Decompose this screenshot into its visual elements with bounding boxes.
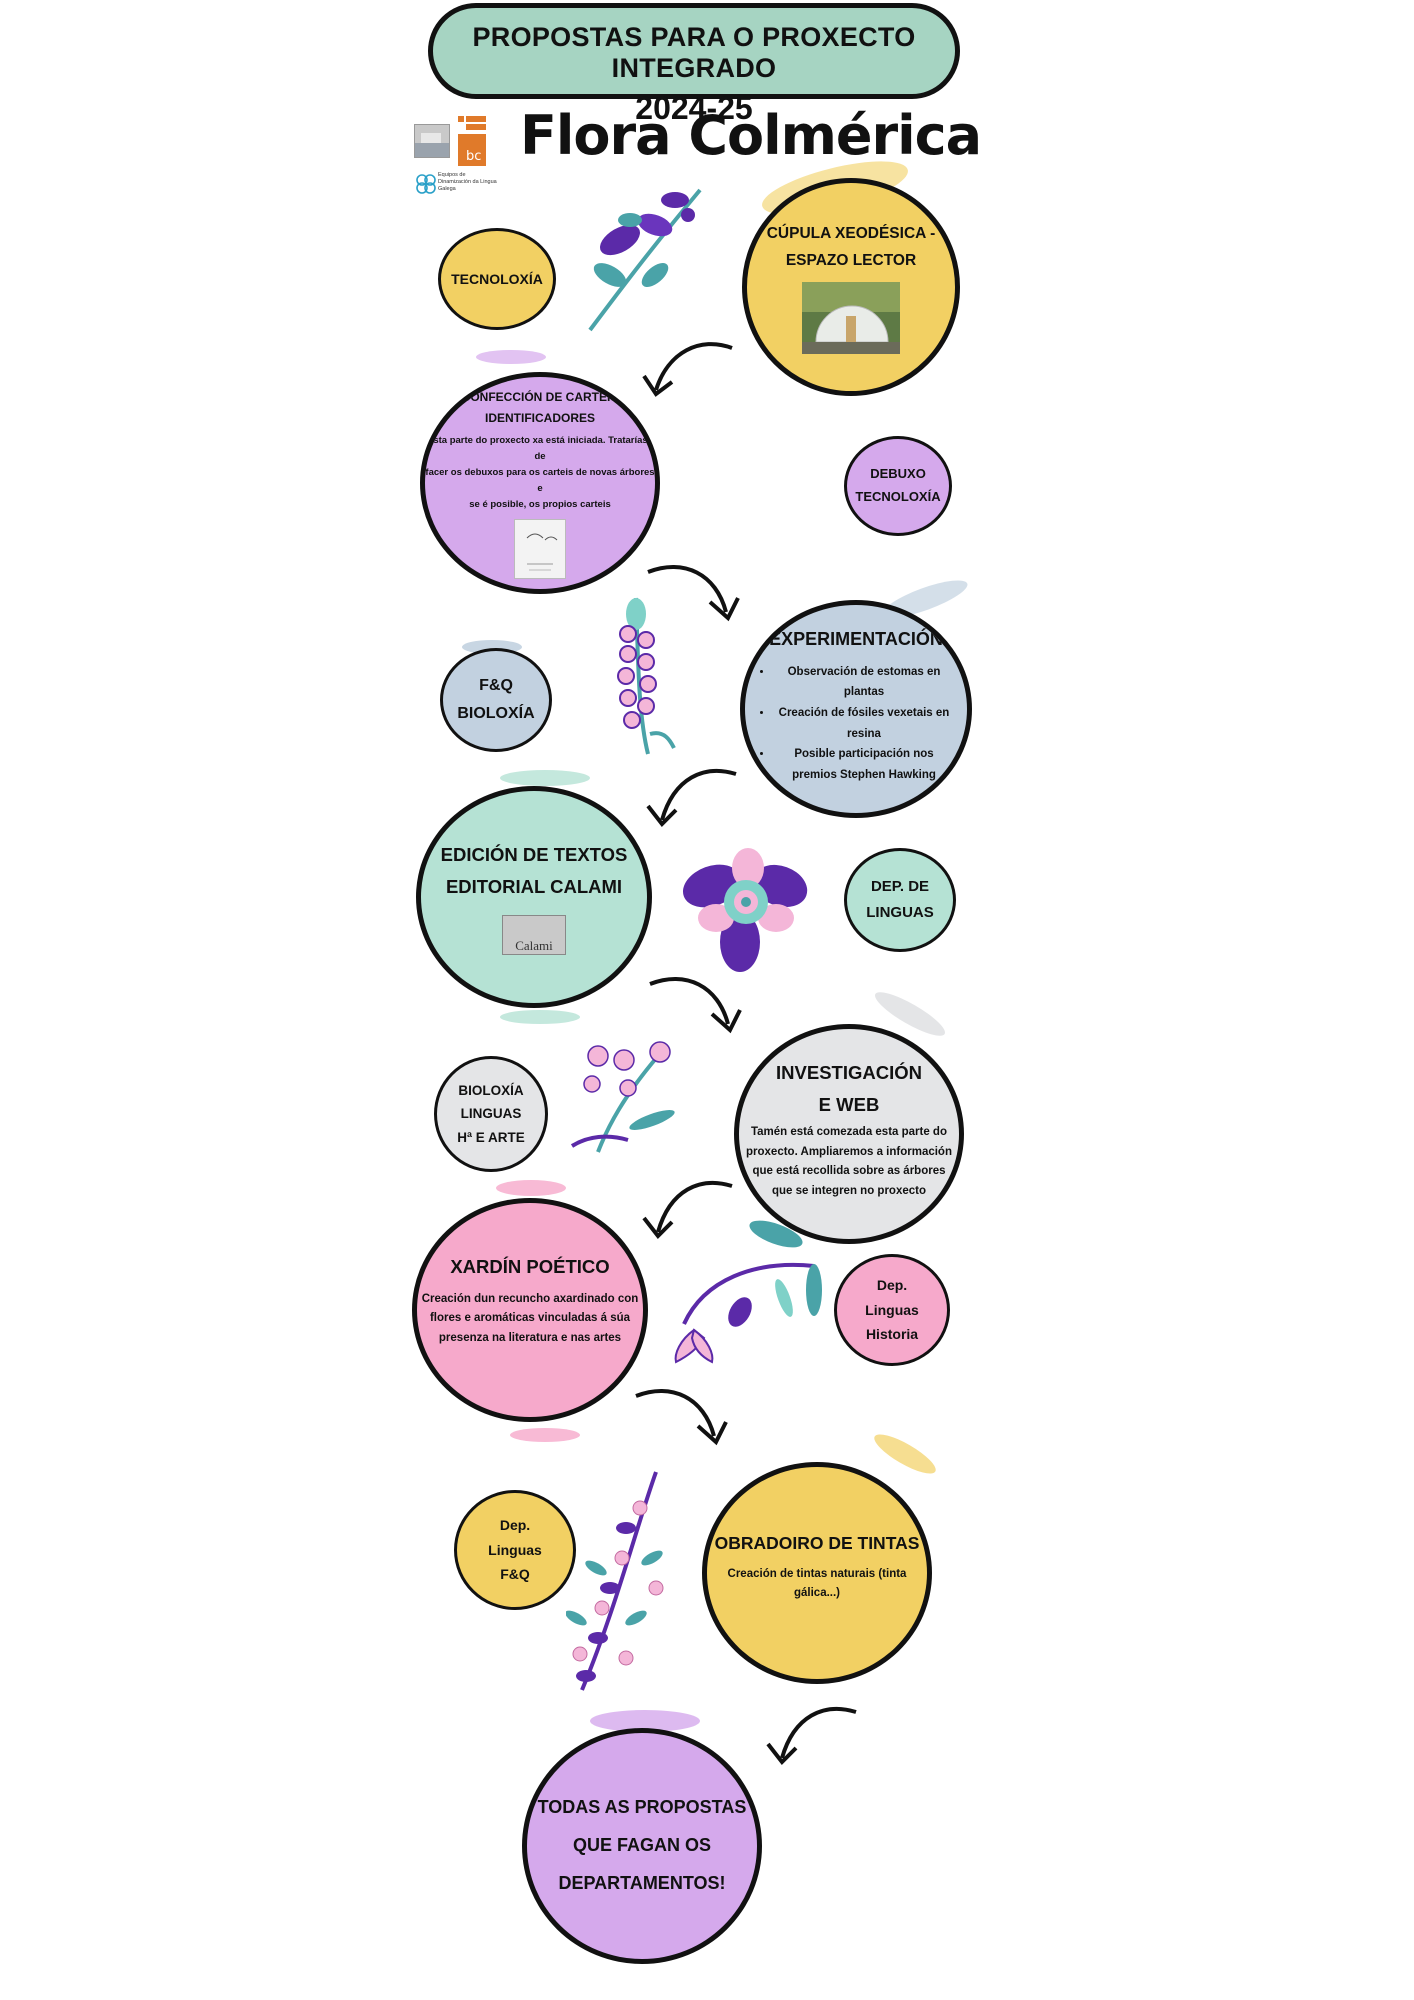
calami-logo: Calami bbox=[502, 915, 566, 956]
dep-linguas-node: DEP. DE LINGUAS bbox=[844, 848, 956, 952]
flower-illustration-6 bbox=[566, 1471, 664, 1691]
decorative-blob bbox=[590, 1710, 700, 1732]
experimentacion-item: Observación de estomas en plantas bbox=[773, 662, 955, 703]
bla-l1: BIOLOXÍA bbox=[458, 1082, 524, 1098]
flow-arrow-4 bbox=[649, 977, 742, 1034]
title-line-2: 2024-25 bbox=[635, 90, 753, 126]
investigacion-title-l1: INVESTIGACIÓN bbox=[776, 1061, 922, 1083]
sign-drawing-photo bbox=[514, 519, 566, 580]
debuxo-l2: TECNOLOXÍA bbox=[855, 489, 941, 504]
carteis-node: CONFECCIÓN DE CARTEIS IDENTIFICADORES Es… bbox=[420, 372, 660, 594]
calami-logo-text: Calami bbox=[515, 938, 553, 954]
tecnoloxia-node: TECNOLOXÍA bbox=[438, 228, 556, 330]
flow-arrow-1 bbox=[642, 342, 733, 397]
obradoiro-title: OBRADOIRO DE TINTAS bbox=[714, 1533, 920, 1554]
tecnoloxia-label: TECNOLOXÍA bbox=[451, 270, 543, 287]
library-logo-text: bc bbox=[466, 149, 481, 164]
carteis-desc-l1: Esta parte do proxecto xa está iniciada.… bbox=[427, 434, 653, 462]
decorative-blob bbox=[500, 1010, 580, 1024]
decorative-blob bbox=[510, 1428, 580, 1442]
flow-arrow-3 bbox=[646, 768, 737, 828]
dlh-l3: Historia bbox=[865, 1326, 919, 1343]
library-logo: bc bbox=[458, 116, 486, 166]
dep-linguas-l1: DEP. DE bbox=[870, 877, 930, 895]
edicion-title-l2: EDITORIAL CALAMI bbox=[445, 876, 623, 897]
edicion-node: EDICIÓN DE TEXTOS EDITORIAL CALAMI Calam… bbox=[416, 786, 652, 1008]
decorative-blob bbox=[500, 770, 590, 786]
dep-linguas-fq-node: Dep. Linguas F&Q bbox=[454, 1490, 576, 1610]
flower-illustration-1 bbox=[588, 188, 702, 332]
todas-l1: TODAS AS PROPOSTAS bbox=[537, 1797, 747, 1818]
obradoiro-desc-l2: gálica...) bbox=[793, 1587, 841, 1600]
school-photo-logo bbox=[414, 124, 450, 158]
experimentacion-title: EXPERIMENTACIÓN bbox=[769, 629, 943, 650]
investigacion-desc-l2: proxecto. Ampliaremos a información bbox=[746, 1145, 952, 1158]
fq-bioloxia-node: F&Q BIOLOXÍA bbox=[440, 648, 552, 752]
dlf-l2: Linguas bbox=[488, 1541, 542, 1558]
edlg-logo: Equipos de Dinamización da Lingua Galega bbox=[414, 172, 504, 196]
flower-illustration-5 bbox=[674, 1220, 822, 1364]
edlg-logo-text: Equipos de Dinamización da Lingua Galega bbox=[438, 172, 497, 192]
bla-l3: Hª E ARTE bbox=[457, 1129, 525, 1145]
dlf-l3: F&Q bbox=[500, 1566, 530, 1583]
debuxo-l1: DEBUXO bbox=[870, 466, 926, 482]
fq-bio-l1: F&Q bbox=[479, 677, 513, 694]
cupula-title-l2: ESPAZO LECTOR bbox=[785, 252, 917, 269]
obradoiro-desc-l1: Creación de tintas naturais (tinta bbox=[727, 1567, 907, 1580]
investigacion-desc-l1: Tamén está comezada esta parte do bbox=[750, 1126, 947, 1139]
cupula-node: CÚPULA XEODÉSICA - ESPAZO LECTOR bbox=[742, 178, 960, 396]
dlf-l1: Dep. bbox=[499, 1517, 531, 1534]
xardin-desc-l1: Creación dun recuncho axardinado con bbox=[421, 1292, 639, 1305]
xardin-desc-l2: flores e aromáticas vinculadas á súa bbox=[429, 1312, 631, 1325]
flower-illustration-4 bbox=[570, 1041, 675, 1153]
decorative-blob bbox=[496, 1180, 566, 1196]
dlh-l2: Linguas bbox=[865, 1301, 919, 1318]
dome-photo bbox=[802, 282, 900, 355]
flow-arrow-5 bbox=[642, 1180, 733, 1240]
carteis-title-l1: CONFECCIÓN DE CARTEIS bbox=[461, 389, 619, 404]
experimentacion-list: Observación de estomas en plantas Creaci… bbox=[745, 662, 967, 786]
decorative-blob bbox=[869, 1427, 941, 1481]
carteis-desc-l3: se é posible, os propios carteis bbox=[469, 499, 611, 511]
carteis-title-l2: IDENTIFICADORES bbox=[484, 410, 595, 425]
flower-illustration-2 bbox=[617, 597, 676, 755]
cupula-title-l1: CÚPULA XEODÉSICA - bbox=[766, 224, 936, 242]
title-banner: PROPOSTAS PARA O PROXECTO INTEGRADO 2024… bbox=[428, 3, 960, 126]
flow-arrow-6 bbox=[635, 1389, 728, 1446]
experimentacion-item: Posible participación nos premios Stephe… bbox=[773, 744, 955, 785]
dlh-l1: Dep. bbox=[876, 1277, 908, 1294]
edicion-title-l1: EDICIÓN DE TEXTOS bbox=[440, 843, 628, 865]
todas-node: TODAS AS PROPOSTAS QUE FAGAN OS DEPARTAM… bbox=[522, 1728, 762, 1964]
investigacion-node: INVESTIGACIÓN E WEB Tamén está comezada … bbox=[734, 1024, 964, 1244]
experimentacion-node: EXPERIMENTACIÓN Observación de estomas e… bbox=[740, 600, 972, 818]
xardin-node: XARDÍN POÉTICO Creación dun recuncho axa… bbox=[412, 1198, 648, 1422]
xardin-desc: Creación dun recuncho axardinado con flo… bbox=[422, 1290, 639, 1349]
xardin-title: XARDÍN POÉTICO bbox=[450, 1256, 610, 1278]
xardin-desc-l3: presenza na literatura e nas artes bbox=[438, 1331, 622, 1344]
flow-arrow-2 bbox=[647, 565, 740, 622]
carteis-desc-l2: facer os debuxos para os carteis de nova… bbox=[425, 466, 655, 495]
todas-l3: DEPARTAMENTOS! bbox=[558, 1872, 726, 1893]
carteis-desc: Esta parte do proxecto xa está iniciada.… bbox=[425, 433, 655, 514]
fq-bio-l2: BIOLOXÍA bbox=[457, 705, 535, 722]
flower-illustration-3 bbox=[682, 848, 808, 972]
dep-linguas-l2: LINGUAS bbox=[866, 904, 934, 921]
obradoiro-desc: Creación de tintas naturais (tinta gálic… bbox=[728, 1565, 907, 1604]
experimentacion-item: Creación de fósiles vexetais en resina bbox=[773, 703, 955, 744]
dep-linguas-historia-node: Dep. Linguas Historia bbox=[834, 1254, 950, 1366]
investigacion-title-l2: E WEB bbox=[818, 1093, 880, 1115]
investigacion-desc: Tamén está comezada esta parte do proxec… bbox=[746, 1123, 952, 1201]
project-name: Flora Colmérica bbox=[520, 104, 982, 167]
title-line-1: PROPOSTAS PARA O PROXECTO INTEGRADO bbox=[472, 22, 916, 83]
investigacion-desc-l3: que está recollida sobre as árbores bbox=[752, 1165, 946, 1178]
todas-l2: QUE FAGAN OS bbox=[572, 1835, 711, 1856]
obradoiro-node: OBRADOIRO DE TINTAS Creación de tintas n… bbox=[702, 1462, 932, 1684]
decorative-blob bbox=[476, 350, 546, 364]
bio-linguas-arte-node: BIOLOXÍA LINGUAS Hª E ARTE bbox=[434, 1056, 548, 1172]
investigacion-desc-l4: que se integren no proxecto bbox=[771, 1184, 926, 1197]
flow-arrow-7 bbox=[766, 1706, 857, 1766]
debuxo-node: DEBUXO TECNOLOXÍA bbox=[844, 436, 952, 536]
bla-l2: LINGUAS bbox=[460, 1106, 522, 1122]
